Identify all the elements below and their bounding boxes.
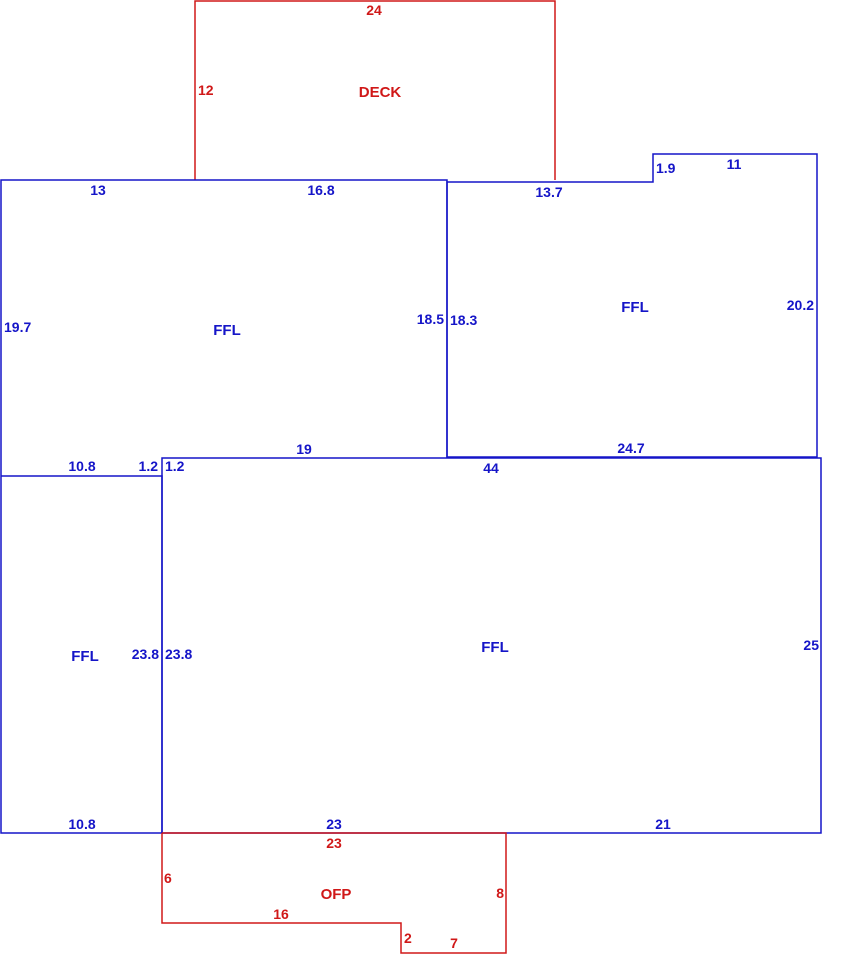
ul-bottom-dimension-b: 1.2 bbox=[139, 458, 159, 474]
ur-top-dimension-a: 13.7 bbox=[535, 184, 562, 200]
ofp-left-dimension: 6 bbox=[164, 870, 172, 886]
ofp-outline bbox=[161, 832, 507, 954]
ul-bottom-dimension-c: 19 bbox=[296, 441, 312, 457]
ur-bottom-dimension: 24.7 bbox=[617, 440, 644, 456]
main-top-dimension: 44 bbox=[483, 460, 499, 476]
deck-top-dimension: 24 bbox=[366, 2, 382, 18]
ofp-bottom-dimension-b: 7 bbox=[450, 935, 458, 951]
main-bottom-dimension-b: 21 bbox=[655, 816, 671, 832]
ul-left-dimension: 19.7 bbox=[4, 319, 31, 335]
deck-outline bbox=[194, 0, 556, 180]
deck-area-label: DECK bbox=[359, 84, 402, 101]
ll-bottom-dimension: 10.8 bbox=[68, 816, 95, 832]
ul-bottom-dimension-a: 10.8 bbox=[68, 458, 95, 474]
ur-step-dimension: 1.9 bbox=[656, 160, 676, 176]
ur-top-dimension-b: 11 bbox=[727, 156, 742, 172]
ofp-top-dimension: 23 bbox=[326, 835, 342, 851]
ur-right-dimension: 20.2 bbox=[787, 297, 814, 313]
main-right-dimension: 25 bbox=[803, 637, 819, 653]
main-bottom-dimension-a: 23 bbox=[326, 816, 342, 832]
ffl-main-label: FFL bbox=[481, 639, 509, 656]
ul-right-dimension: 18.5 bbox=[417, 311, 444, 327]
deck-left-dimension: 12 bbox=[198, 82, 214, 98]
main-step-dimension: 1.2 bbox=[165, 458, 185, 474]
ll-right-dimension: 23.8 bbox=[132, 646, 159, 662]
ofp-step-dimension: 2 bbox=[404, 930, 412, 946]
ffl-upper-left-label: FFL bbox=[213, 322, 241, 339]
ffl-upper-right-outline bbox=[446, 153, 818, 458]
ul-top-dimension-a: 13 bbox=[90, 182, 106, 198]
ofp-right-dimension: 8 bbox=[496, 885, 504, 901]
ffl-lower-left-label: FFL bbox=[71, 648, 99, 665]
ofp-area-label: OFP bbox=[321, 886, 352, 903]
ofp-bottom-dimension-a: 16 bbox=[273, 906, 289, 922]
main-left-dimension: 23.8 bbox=[165, 646, 192, 662]
ffl-upper-right-label: FFL bbox=[621, 299, 649, 316]
ul-top-dimension-b: 16.8 bbox=[307, 182, 334, 198]
ur-left-dimension: 18.3 bbox=[450, 312, 477, 328]
